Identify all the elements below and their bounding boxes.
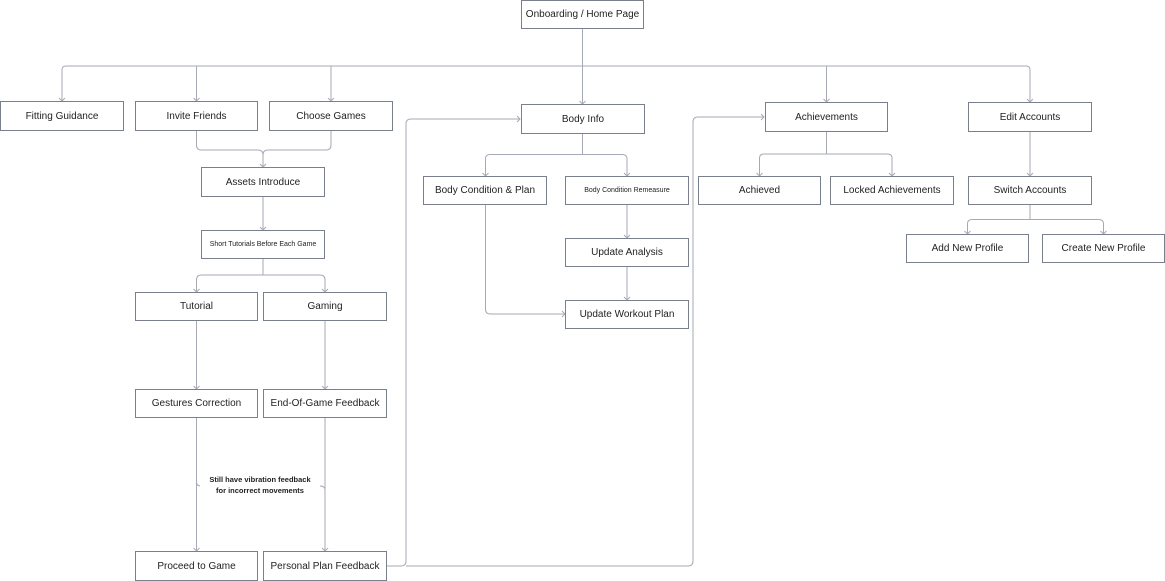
node-body-info: Body Info	[521, 104, 645, 134]
note-line-2: for incorrect movements	[216, 486, 304, 495]
arrowhead	[760, 113, 765, 121]
node-update-workout-plan: Update Workout Plan	[565, 300, 689, 329]
arrowhead	[516, 115, 521, 123]
node-switch-accounts: Switch Accounts	[968, 176, 1092, 205]
node-fitting-guidance: Fitting Guidance	[0, 101, 124, 131]
node-short-tutorials: Short Tutorials Before Each Game	[201, 230, 325, 259]
connector-bodyinfo-split	[485, 154, 628, 176]
node-gestures-correction: Gestures Correction	[135, 389, 258, 418]
node-body-condition-plan: Body Condition & Plan	[423, 176, 547, 205]
node-choose-games: Choose Games	[269, 101, 393, 131]
node-assets-introduce: Assets Introduce	[201, 167, 325, 197]
connector-switch-split	[967, 219, 1104, 234]
node-gaming: Gaming	[263, 292, 387, 321]
node-personal-plan-feedback: Personal Plan Feedback	[263, 551, 387, 581]
node-achieved: Achieved	[698, 176, 821, 205]
connector-invite-merge	[196, 131, 264, 167]
connector-personal-to-bodyinfo	[387, 118, 520, 567]
connector-root-bus	[61, 65, 1031, 102]
connector-short-split	[196, 274, 326, 292]
connector-bodycond-workout	[485, 205, 565, 315]
node-onboarding-home: Onboarding / Home Page	[521, 0, 644, 29]
node-achievements: Achievements	[765, 102, 888, 132]
node-update-analysis: Update Analysis	[565, 238, 689, 267]
node-end-of-game-feedback: End-Of-Game Feedback	[263, 389, 387, 418]
node-proceed-to-game: Proceed to Game	[135, 551, 258, 581]
node-create-new-profile: Create New Profile	[1042, 234, 1165, 263]
node-tutorial: Tutorial	[135, 292, 258, 321]
node-body-condition-remeasure: Body Condition Remeasure	[565, 176, 689, 205]
vibration-feedback-note: Still have vibration feedback for incorr…	[200, 474, 320, 496]
note-line-1: Still have vibration feedback	[209, 475, 311, 484]
node-edit-accounts: Edit Accounts	[968, 102, 1092, 132]
node-add-new-profile: Add New Profile	[906, 234, 1029, 263]
connector-choose-merge	[262, 131, 332, 156]
connector-personal-to-achievements	[406, 116, 764, 567]
connector-achievements-split	[759, 153, 893, 176]
node-invite-friends: Invite Friends	[135, 101, 258, 131]
node-locked-achievements: Locked Achievements	[830, 176, 954, 205]
